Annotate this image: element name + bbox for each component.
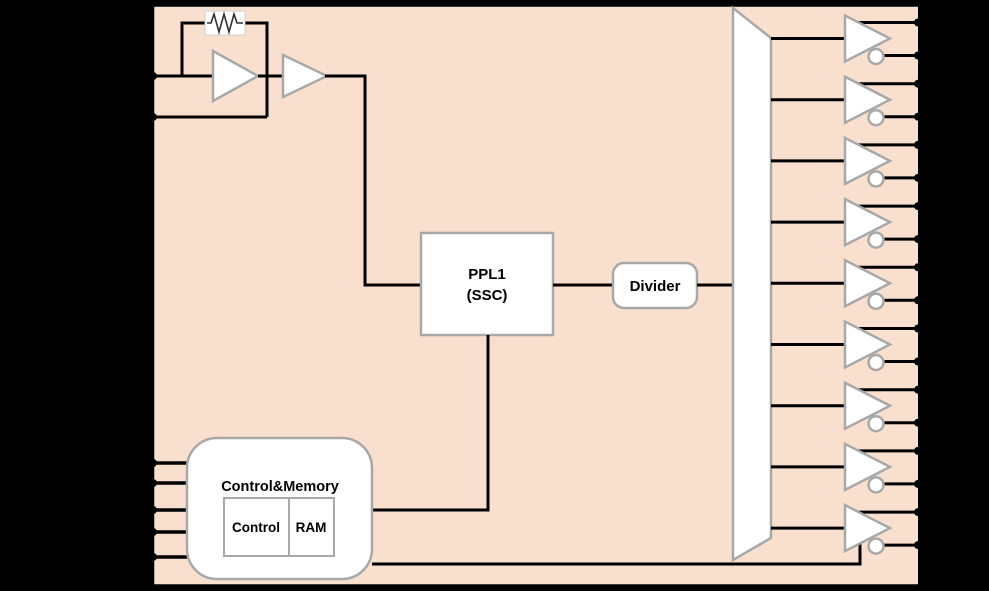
pin-dot	[149, 506, 157, 514]
output-buffer	[771, 503, 922, 555]
pin-dot	[914, 235, 922, 244]
output-driver-icon	[843, 13, 893, 64]
ram-cell-label: RAM	[296, 520, 327, 535]
pin-dot	[149, 113, 157, 121]
pin-dot	[149, 528, 157, 536]
output-driver-icon	[843, 135, 893, 186]
pin-dot	[149, 459, 157, 467]
pll-control-wire	[372, 335, 490, 512]
pin-dot	[914, 446, 922, 455]
divider-block: Divider	[611, 261, 699, 310]
resistor-zigzag	[207, 11, 243, 35]
output-buffer	[771, 380, 922, 433]
pin-dot	[149, 479, 157, 487]
pin-dot	[914, 296, 922, 305]
output-driver-icon	[843, 319, 893, 370]
output-buffer	[771, 74, 922, 127]
inverter-bubble-icon	[867, 292, 885, 311]
pll-box	[419, 231, 555, 337]
output-buffer	[771, 197, 922, 249]
pin-dot	[914, 541, 922, 550]
pin-dot	[914, 263, 922, 272]
output-driver-icon	[843, 197, 893, 248]
output-driver-icon	[843, 74, 893, 125]
pin-dot	[914, 18, 922, 27]
control-input-pin	[146, 553, 189, 561]
pin-dot	[914, 112, 922, 121]
chip-border	[149, 2, 918, 589]
output-buffer	[771, 13, 922, 66]
pin-dot	[914, 357, 922, 366]
output-driver-icon	[843, 441, 893, 492]
inverter-bubble-icon	[867, 414, 885, 433]
osc-to-pll-wire	[325, 74, 421, 287]
feedback-resistor-icon	[204, 10, 246, 36]
pin-dot	[914, 324, 922, 333]
control-ram-box	[223, 497, 335, 557]
inverter-bubble-icon	[867, 108, 885, 127]
control-input-pin	[146, 479, 189, 487]
pin-dot	[914, 79, 922, 88]
control-input-pin	[146, 506, 189, 514]
inverter-bubble-icon	[867, 476, 885, 494]
oscillator-amp-icon	[211, 48, 261, 104]
control-pin-bank	[146, 459, 189, 561]
control-input-pin	[146, 459, 189, 467]
control-memory-title: Control&Memory	[221, 479, 339, 495]
inverter-bubble-icon	[867, 537, 885, 555]
output-buffer	[771, 441, 922, 494]
pll-label: PPL1	[468, 266, 506, 283]
pll-block: PPL1 (SSC)	[419, 231, 555, 337]
oscillator-section	[146, 10, 421, 287]
output-buffer	[771, 258, 922, 311]
inverter-bubble-icon	[867, 47, 885, 66]
pin-dot	[914, 202, 922, 211]
pll-sublabel: (SSC)	[467, 287, 508, 304]
pin-dot	[149, 553, 157, 561]
pin-dot	[149, 72, 157, 80]
output-buffer	[771, 135, 922, 188]
output-buffer	[771, 319, 922, 372]
control-memory-block: Control&Memory Control RAM	[185, 436, 374, 581]
output-driver-icon	[843, 503, 893, 554]
oscillator-buffer-icon	[281, 53, 330, 99]
inverter-bubble-icon	[867, 170, 885, 188]
control-input-pin	[146, 528, 189, 536]
control-feedback-wire	[372, 544, 862, 566]
inverter-bubble-icon	[867, 231, 885, 249]
pin-dot	[914, 479, 922, 488]
mux-trapezoid	[731, 5, 773, 563]
divider-label: Divider	[630, 278, 681, 295]
pin-dot	[914, 508, 922, 517]
pin-dot	[914, 51, 922, 60]
output-buffer-bank	[771, 13, 922, 555]
pin-dot	[914, 140, 922, 149]
inverter-bubble-icon	[867, 353, 885, 372]
pin-dot	[914, 385, 922, 394]
pin-dot	[914, 173, 922, 182]
pin-dot	[914, 418, 922, 427]
output-driver-icon	[843, 380, 893, 431]
control-cell-label: Control	[232, 520, 280, 535]
output-driver-icon	[843, 258, 893, 309]
